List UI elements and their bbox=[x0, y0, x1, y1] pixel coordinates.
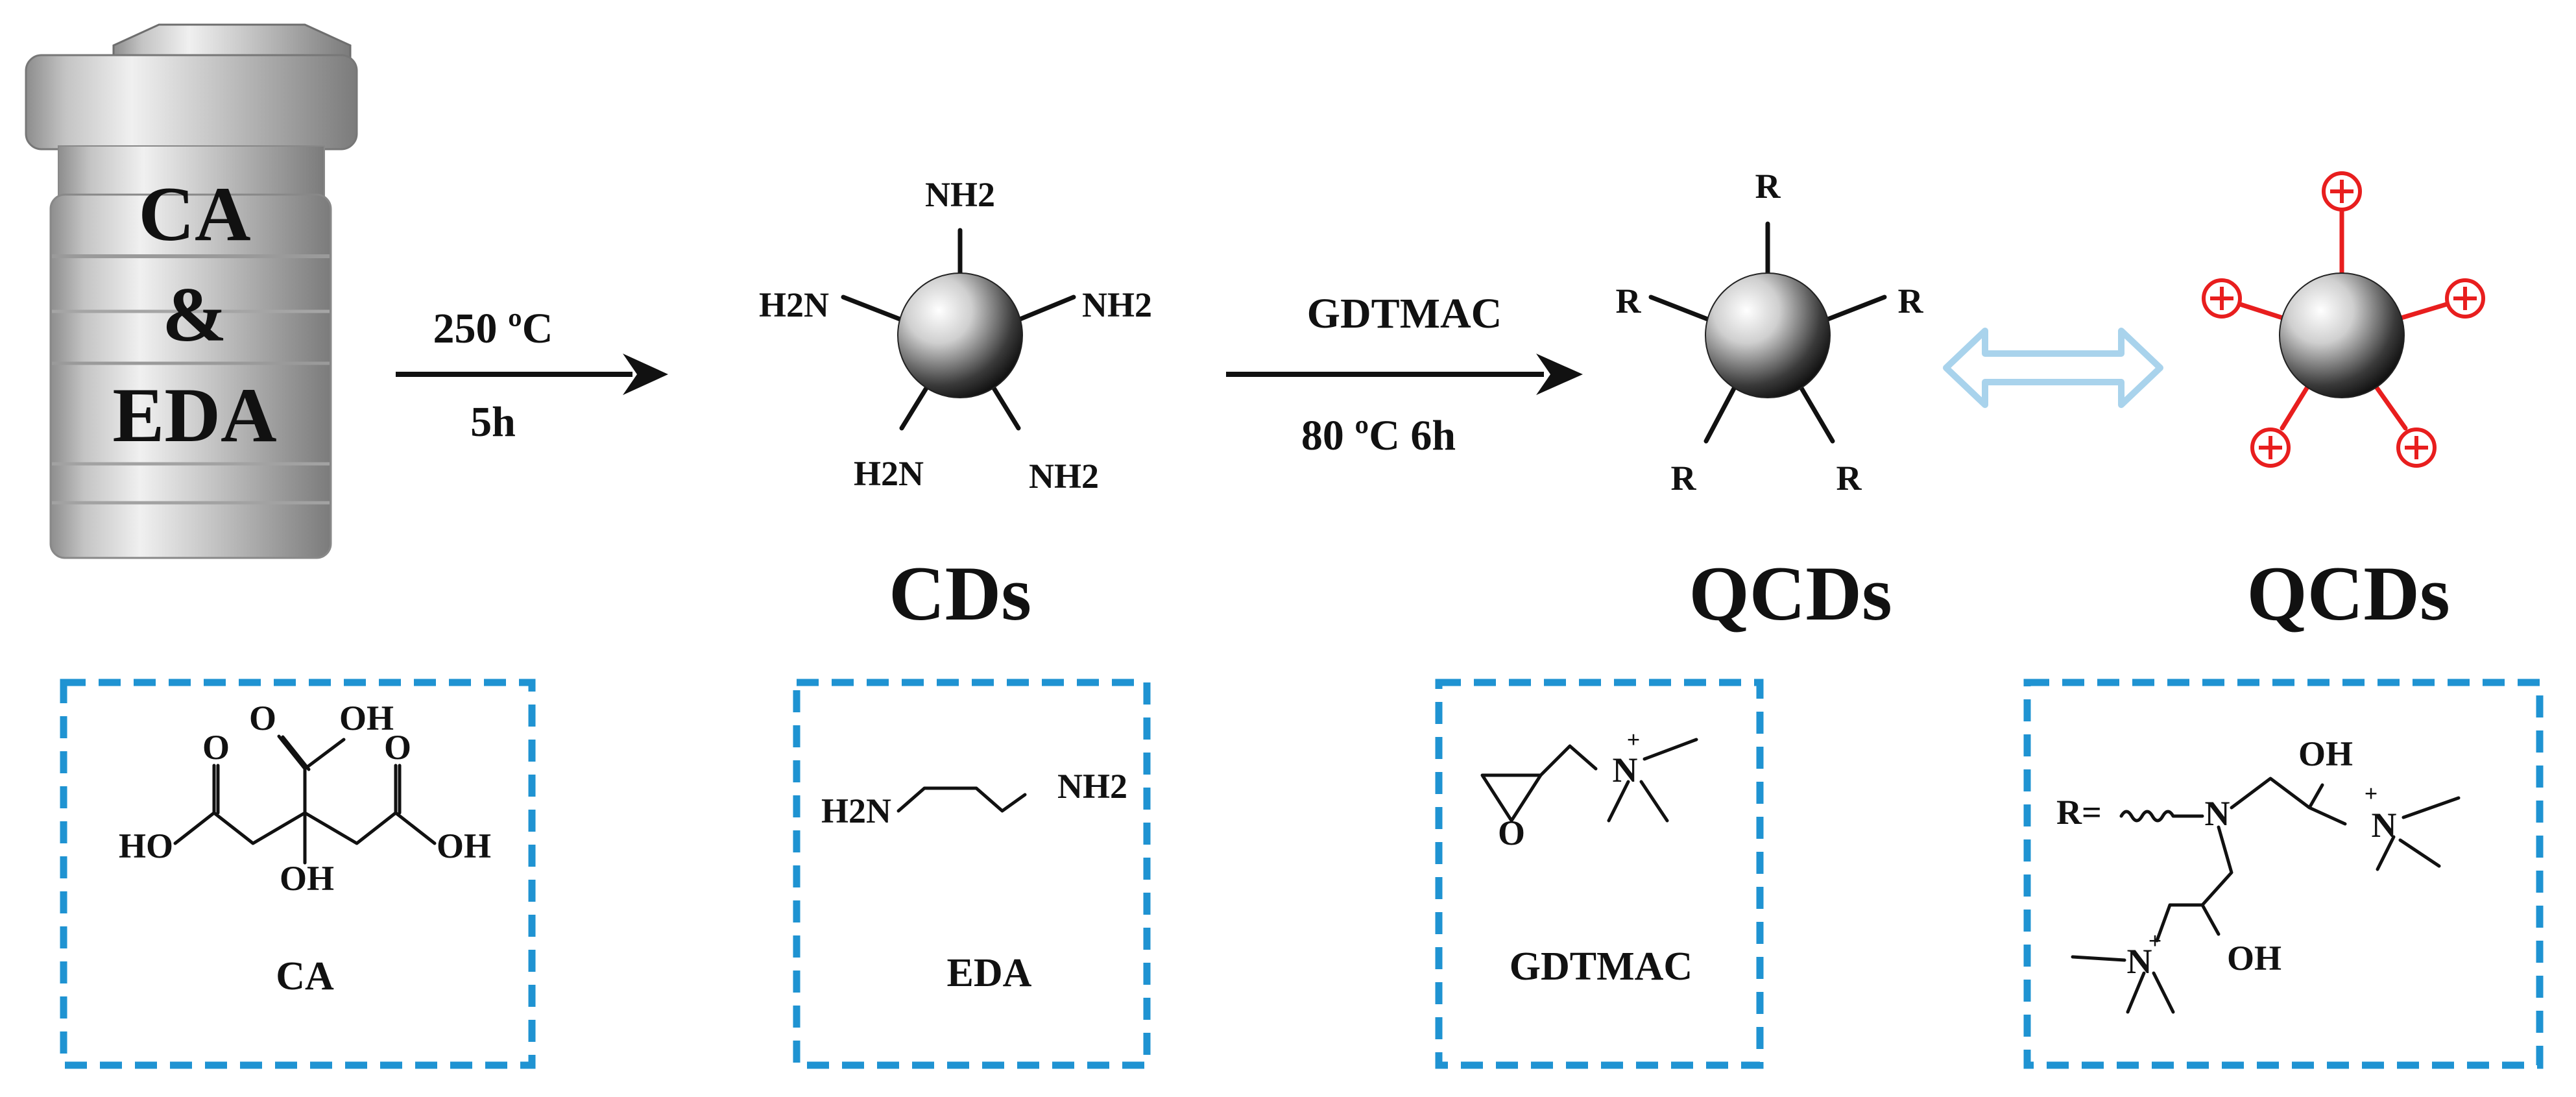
step1-time: 5h bbox=[470, 398, 516, 446]
gdtmac-atom-o: O bbox=[1498, 814, 1525, 852]
step2-arrow bbox=[1226, 354, 1583, 395]
cds-group-bottom-right: NH2 bbox=[1029, 457, 1099, 496]
ca-atom-oh-right: OH bbox=[437, 826, 491, 865]
r-group-structure bbox=[2071, 777, 2461, 1014]
step2-conditions: 80 ºC 6h bbox=[1301, 412, 1456, 459]
reactor-label-and: & bbox=[162, 271, 227, 357]
plus-charge-icon bbox=[2250, 428, 2291, 468]
qcds-group-top: R bbox=[1755, 167, 1781, 206]
r-group-atom-n1: N bbox=[2205, 794, 2230, 833]
charged-qcds-particle bbox=[2202, 171, 2485, 468]
plus-charge-icon bbox=[2445, 278, 2485, 319]
r-group-atom-n2: N bbox=[2372, 806, 2397, 845]
cds-group-bottom-left: H2N bbox=[854, 454, 924, 493]
gdtmac-atom-n: N bbox=[1613, 751, 1638, 790]
ca-atom-ho-left: HO bbox=[119, 826, 173, 865]
eda-structure bbox=[897, 786, 1027, 813]
r-group-plus1: + bbox=[2365, 780, 2378, 806]
step1-arrow bbox=[396, 354, 668, 395]
ca-atom-o-top: O bbox=[249, 699, 276, 738]
eda-atom-nh2: NH2 bbox=[1057, 767, 1127, 806]
gdtmac-structure bbox=[1480, 738, 1698, 823]
ca-atom-oh-bottom: OH bbox=[280, 859, 334, 898]
plus-charge-icon bbox=[2396, 428, 2437, 468]
qcds-label: QCDs bbox=[1689, 550, 1892, 636]
qcds-group-right: R bbox=[1898, 282, 1924, 320]
eda-caption: EDA bbox=[947, 951, 1032, 995]
cds-label: CDs bbox=[889, 550, 1031, 636]
ca-atom-o-left: O bbox=[202, 728, 230, 767]
double-arrow bbox=[1943, 328, 2163, 408]
reactor-label-eda: EDA bbox=[112, 372, 276, 458]
eda-atom-h2n: H2N bbox=[821, 791, 891, 830]
r-group-structure-box bbox=[2023, 679, 2544, 1069]
ca-structure-box bbox=[60, 679, 536, 1069]
qcds-particle bbox=[1648, 221, 1887, 444]
cds-group-right: NH2 bbox=[1082, 285, 1152, 324]
ca-caption: CA bbox=[276, 954, 334, 998]
cds-group-left: H2N bbox=[759, 285, 829, 324]
reactor-label-ca: CA bbox=[138, 171, 250, 257]
autoclave-reactor: CA & EDA bbox=[25, 23, 358, 559]
step2-reagent: GDTMAC bbox=[1307, 290, 1502, 337]
step1-temperature: 250 ºC bbox=[433, 305, 553, 352]
qcds-group-left: R bbox=[1616, 282, 1642, 320]
qcds-group-bottom-right: R bbox=[1836, 459, 1862, 498]
r-group-atom-oh2: OH bbox=[2227, 939, 2281, 978]
gdtmac-caption: GDTMAC bbox=[1510, 945, 1692, 989]
gdtmac-structure-box bbox=[1435, 679, 1764, 1069]
gdtmac-plus: + bbox=[1627, 727, 1641, 753]
charged-qcds-label: QCDs bbox=[2246, 550, 2450, 636]
qcds-group-bottom-left: R bbox=[1671, 459, 1697, 498]
ca-atom-oh-top: OH bbox=[339, 699, 394, 738]
cds-particle bbox=[841, 228, 1076, 431]
plus-charge-icon bbox=[2202, 278, 2242, 319]
r-group-prefix: R= bbox=[2056, 793, 2102, 832]
eda-structure-box bbox=[793, 679, 1151, 1069]
cds-group-top: NH2 bbox=[925, 175, 995, 214]
ca-structure bbox=[173, 734, 437, 865]
plus-charge-icon bbox=[2322, 171, 2362, 211]
r-group-atom-n3: N bbox=[2127, 942, 2152, 981]
r-group-plus2: + bbox=[2149, 928, 2162, 954]
r-group-atom-oh1: OH bbox=[2298, 734, 2353, 773]
ca-atom-o-right: O bbox=[384, 728, 411, 767]
